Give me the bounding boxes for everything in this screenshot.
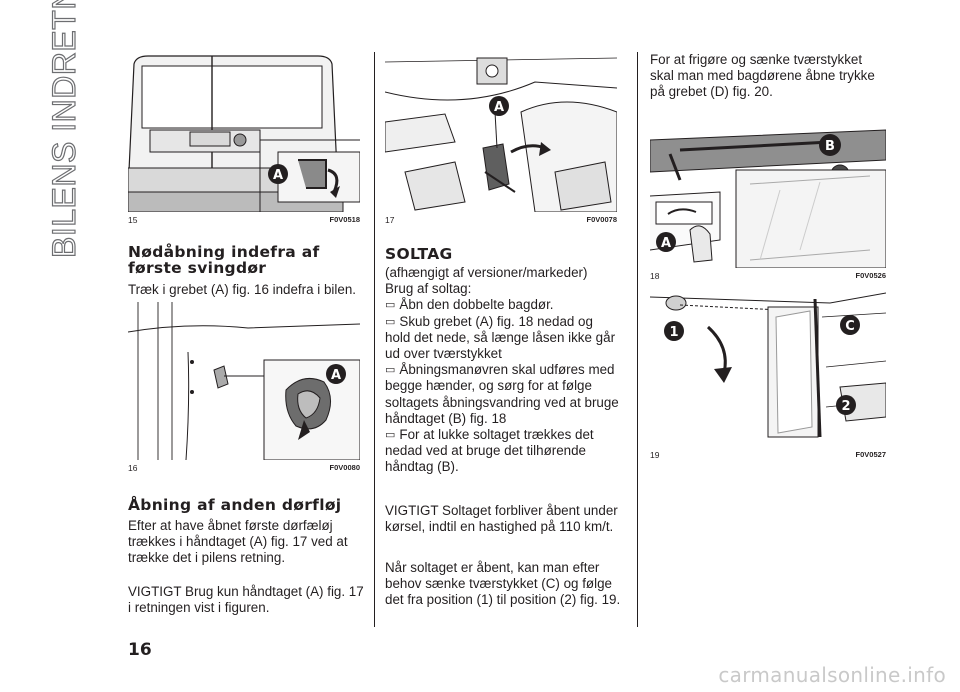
chapter-side-title: BILENS INDRETNING (45, 0, 82, 259)
p2-line1: Efter at have åbnet første dørfæløj (128, 518, 333, 533)
p3-line2: i retningen vist i figuren. (128, 600, 270, 616)
figure-16-caption: 16 F0V0080 (128, 463, 360, 475)
figure-16-image: A (128, 302, 360, 460)
figure-18-number: 18 (650, 271, 660, 281)
sunroof-line10: håndtaget (B) fig. 18 (385, 410, 507, 426)
figure-18-callout-b: B (825, 139, 835, 154)
figure-15-callout-a: A (273, 168, 283, 183)
column-divider-2 (637, 52, 638, 627)
sunroof-line6: ud over tværstykket (385, 346, 502, 362)
p1-text: Træk i grebet (A) fig. 16 indefra i bile… (128, 282, 356, 297)
bullet-close: For at lukke soltaget trækkes det (385, 427, 630, 443)
p2-line3: trække det i pilens retning. (128, 550, 286, 566)
section-heading-sunroof: SOLTAG (385, 245, 453, 263)
figure-19-callout-2: 2 (841, 399, 850, 414)
sunroof-line2: Brug af soltag: (385, 281, 472, 297)
bullet-push-handle: Skub grebet (A) fig. 18 nedad og (385, 314, 630, 330)
heading1-line2: første svingdør (128, 259, 267, 277)
paragraph-release-crossbar: For at frigøre og sænke tværstykket skal… (650, 52, 900, 101)
figure-15-caption: 15 F0V0518 (128, 215, 360, 227)
watermark-text: carmanualsonline.info (718, 663, 946, 687)
last-line1: Når soltaget er åbent, kan man efter (385, 560, 600, 575)
paragraph-crossbar: Når soltaget er åbent, kan man efter beh… (385, 560, 630, 609)
warn-line2: kørsel, indtil en hastighed på 110 km/t. (385, 519, 614, 535)
paragraph-sunroof-usage: (afhængigt af versioner/markeder) Brug a… (385, 265, 630, 476)
paragraph-important-handle: VIGTIGT Brug kun håndtaget (A) fig. 17 i… (128, 584, 368, 616)
figure-18-image: B A (650, 110, 886, 268)
col3-line1: For at frigøre og sænke tværstykket (650, 52, 863, 67)
section-heading-emergency-opening: Nødåbning indefra af første svingdør (128, 244, 360, 276)
sunroof-line3: Åbn den dobbelte bagdør. (399, 297, 554, 313)
figure-15-number: 15 (128, 215, 138, 225)
last-line2: behov sænke tværstykket (C) og følge (385, 576, 612, 592)
figure-19-number: 19 (650, 450, 660, 460)
figure-19-code: F0V0527 (855, 450, 886, 459)
figure-17-number: 17 (385, 215, 395, 225)
figure-15-image: A (128, 52, 360, 212)
heading1-line1: Nødåbning indefra af (128, 243, 320, 261)
sunroof-line4: Skub grebet (A) fig. 18 nedad og (399, 313, 593, 329)
sunroof-line12: nedad ved at bruge det tilhørende (385, 443, 587, 459)
figure-17-code: F0V0078 (586, 215, 617, 224)
sunroof-line1: (afhængigt af versioner/markeder) (385, 265, 588, 280)
figure-18-code: F0V0526 (855, 271, 886, 280)
sunroof-line7: Åbningsmanøvren skal udføres med (399, 362, 615, 378)
last-line3: det fra position (1) til position (2) fi… (385, 592, 621, 608)
section-heading-second-door: Åbning af anden dørfløj (128, 496, 342, 514)
figure-16-number: 16 (128, 463, 138, 473)
figure-18-callout-a: A (661, 236, 671, 251)
p2-line2: trækkes i håndtaget (A) fig. 17 ved at (128, 534, 348, 550)
figure-19-image: 1 C 2 (650, 287, 886, 447)
figure-17-callout-a: A (494, 100, 504, 115)
sunroof-line8: begge hænder, og sørg for at følge (385, 378, 592, 394)
paragraph-speed-warning: VIGTIGT Soltaget forbliver åbent under k… (385, 503, 630, 535)
figure-15-code: F0V0518 (329, 215, 360, 224)
paragraph-pull-handle: Træk i grebet (A) fig. 16 indefra i bile… (128, 282, 368, 298)
sunroof-line9: soltagets åbningsvandring ved at bruge (385, 394, 619, 410)
figure-17-image: A (385, 52, 617, 212)
bullet-both-hands: Åbningsmanøvren skal udføres med (385, 362, 630, 378)
p3-line1: VIGTIGT Brug kun håndtaget (A) fig. 17 (128, 584, 364, 599)
paragraph-second-door: Efter at have åbnet første dørfæløj træk… (128, 518, 368, 567)
column-divider-1 (374, 52, 375, 627)
col3-line2: skal man med bagdørene åbne trykke (650, 68, 875, 84)
figure-17-caption: 17 F0V0078 (385, 215, 617, 227)
page-number: 16 (128, 640, 152, 660)
sunroof-line11: For at lukke soltaget trækkes det (399, 427, 594, 443)
sunroof-line5: hold det nede, så længe låsen ikke går (385, 329, 616, 345)
figure-18-caption: 18 F0V0526 (650, 271, 886, 283)
figure-19-callout-1: 1 (669, 325, 678, 340)
col3-line3: på grebet (D) fig. 20. (650, 84, 773, 100)
figure-16-code: F0V0080 (329, 463, 360, 472)
figure-19-caption: 19 F0V0527 (650, 450, 886, 462)
figure-19-callout-c: C (845, 319, 855, 334)
warn-line1: VIGTIGT Soltaget forbliver åbent under (385, 503, 618, 518)
bullet-open-doors: Åbn den dobbelte bagdør. (385, 297, 630, 313)
sunroof-line13: håndtag (B). (385, 459, 459, 475)
figure-16-callout-a: A (331, 368, 341, 383)
